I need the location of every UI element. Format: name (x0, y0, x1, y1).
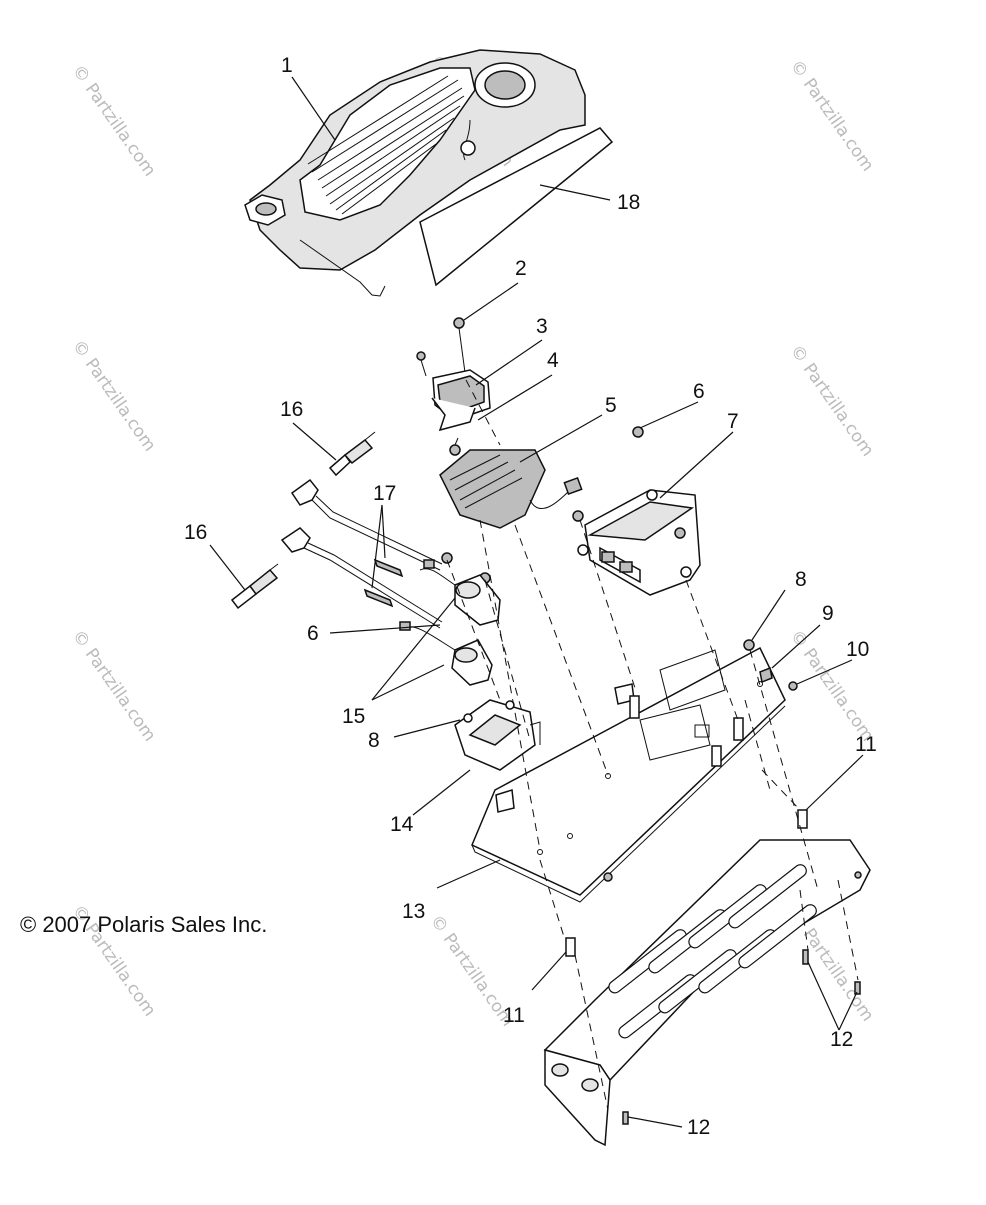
callout-11-right: 11 (855, 733, 877, 756)
callout-6-top: 6 (693, 380, 705, 403)
part-6-nut (441, 426, 755, 651)
callout-16-top: 16 (280, 398, 303, 421)
callout-3: 3 (536, 315, 548, 338)
part-17-plug-wire (280, 478, 443, 629)
callout-10: 10 (846, 638, 869, 661)
watermark: © Partzilla.com (68, 626, 160, 745)
watermark: © Partzilla.com (68, 336, 160, 455)
part-3-relay (431, 369, 491, 432)
part-1-console-cover (244, 49, 586, 297)
part-7-cdi-box (577, 489, 701, 596)
callout-8-right: 8 (795, 568, 807, 591)
callout-7: 7 (727, 410, 739, 433)
callout-12-right: 12 (830, 1028, 853, 1051)
callout-11-bottom: 11 (503, 1004, 525, 1027)
part-11-standoff (565, 695, 808, 957)
watermark: © Partzilla.com (786, 56, 878, 175)
copyright-notice: © 2007 Polaris Sales Inc. (20, 912, 268, 937)
callout-16-bottom: 16 (184, 521, 207, 544)
callout-13: 13 (402, 900, 425, 923)
part-12-screw (622, 949, 861, 1125)
part-10-screw (788, 681, 798, 691)
part-5-regulator (439, 437, 583, 529)
callout-4: 4 (547, 349, 559, 372)
part-9-clip (759, 666, 773, 684)
leader-lines (209, 76, 864, 1128)
assembly-lines (446, 379, 859, 1111)
part-18-decal (419, 127, 614, 287)
callout-14: 14 (390, 813, 414, 836)
watermark: © Partzilla.com (786, 341, 878, 460)
callout-5: 5 (605, 394, 617, 417)
callout-6-left: 6 (307, 622, 319, 645)
callout-8-left: 8 (368, 729, 380, 752)
callout-1: 1 (281, 54, 293, 77)
callout-2: 2 (515, 257, 527, 280)
part-15-ignition-coil (399, 559, 501, 686)
part-16-spark-plug (230, 431, 376, 610)
callout-17: 17 (373, 482, 396, 505)
callout-12-bottom: 12 (687, 1116, 710, 1139)
callout-18: 18 (617, 191, 640, 214)
callout-15: 15 (342, 705, 365, 728)
callout-9: 9 (822, 602, 834, 625)
part-14-bracket (454, 699, 541, 771)
watermark: © Partzilla.com (68, 61, 160, 180)
part-heat-shield (543, 839, 871, 1147)
part-2-bolt (416, 317, 467, 381)
callout-labels: 1 18 2 3 4 5 6 7 16 17 16 6 8 9 10 15 11… (184, 54, 877, 1139)
